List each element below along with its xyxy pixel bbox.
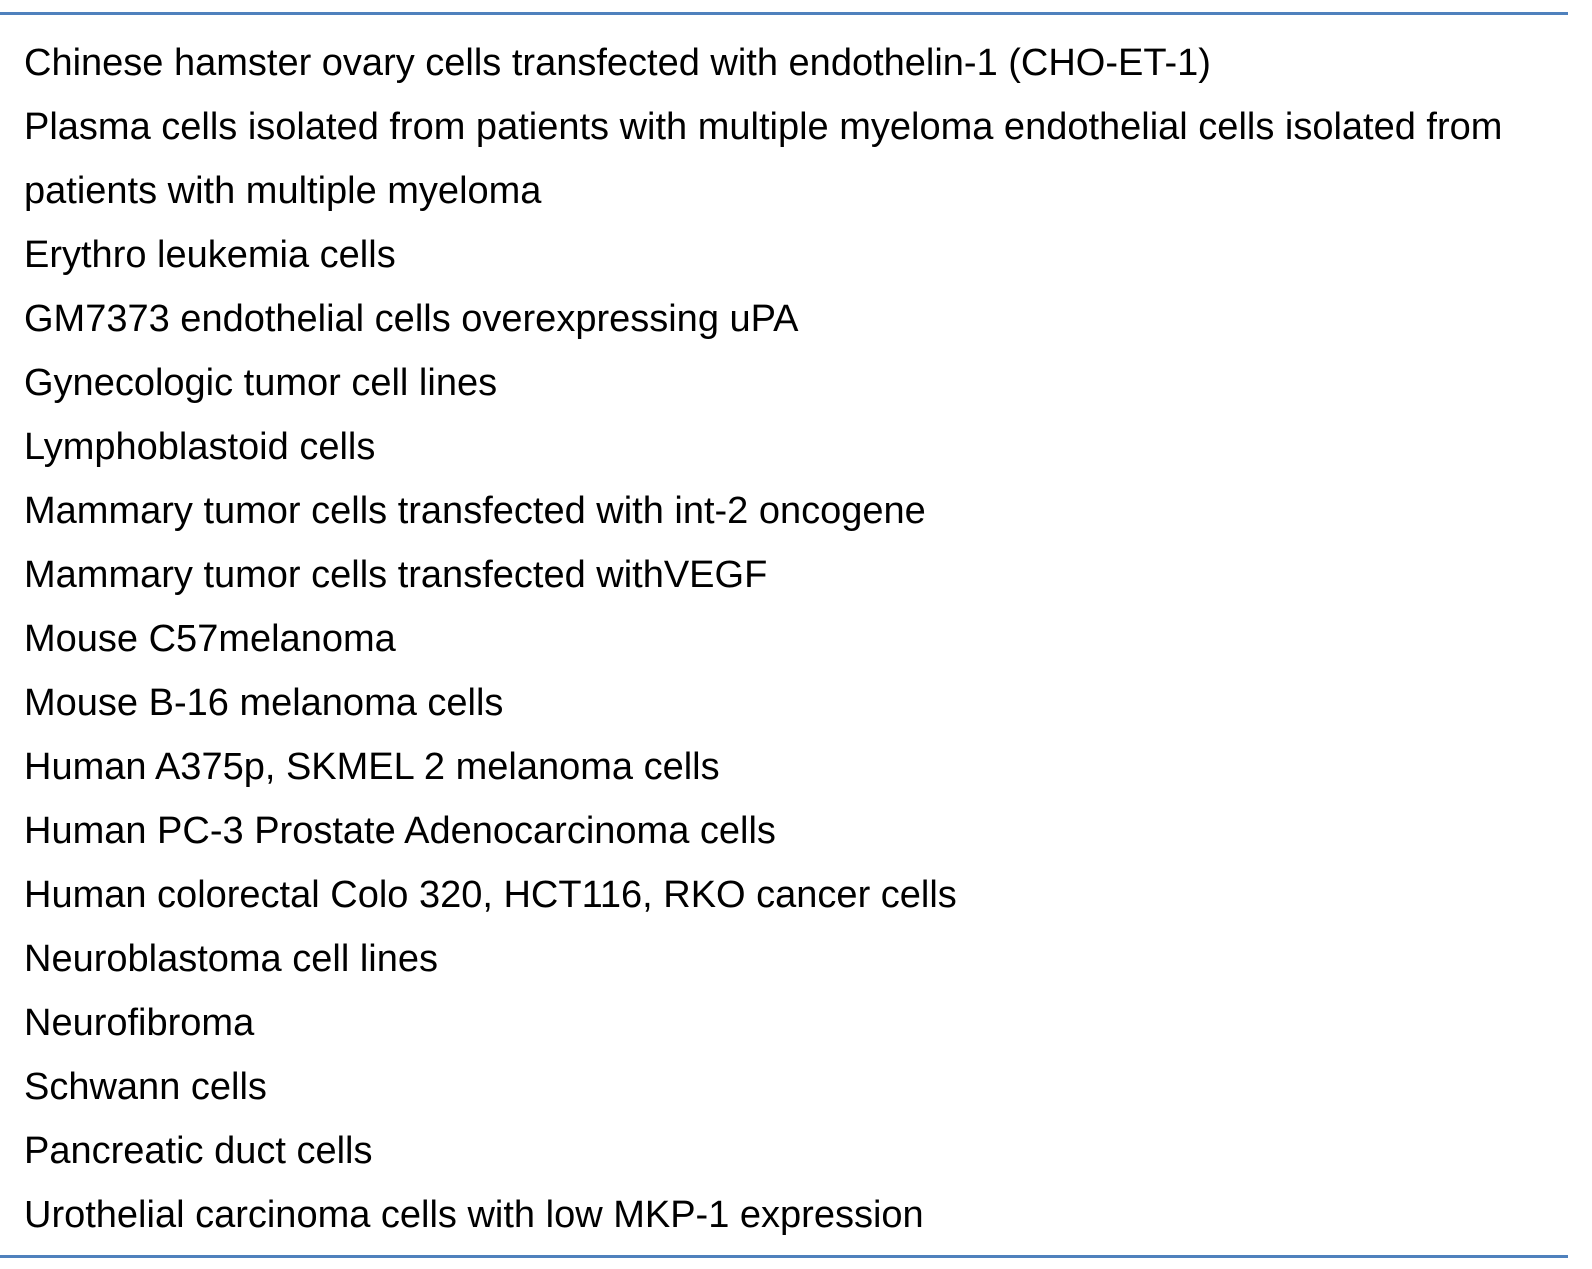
table-row: Urothelial carcinoma cells with low MKP-… bbox=[24, 1194, 924, 1236]
table-row: Plasma cells isolated from patients with… bbox=[24, 106, 1503, 212]
table-row: Human A375p, SKMEL 2 melanoma cells bbox=[24, 746, 720, 788]
table-row: Lymphoblastoid cells bbox=[24, 426, 376, 468]
table-row: GM7373 endothelial cells overexpressing … bbox=[24, 298, 799, 340]
table-row: Pancreatic duct cells bbox=[24, 1130, 373, 1172]
cell-line-table: Chinese hamster ovary cells transfected … bbox=[0, 12, 1568, 1258]
table-row: Mammary tumor cells transfected with int… bbox=[24, 490, 926, 532]
table-row: Human PC-3 Prostate Adenocarcinoma cells bbox=[24, 810, 776, 852]
table-row: Neurofibroma bbox=[24, 1002, 255, 1044]
cell-line-list: Chinese hamster ovary cells transfected … bbox=[0, 15, 1568, 1255]
table-row: Mouse B-16 melanoma cells bbox=[24, 682, 504, 724]
table-row: Schwann cells bbox=[24, 1066, 267, 1108]
table-row: Mammary tumor cells transfected withVEGF bbox=[24, 554, 768, 596]
table-row: Chinese hamster ovary cells transfected … bbox=[24, 42, 1211, 84]
table-row: Neuroblastoma cell lines bbox=[24, 938, 438, 980]
table-row: Mouse C57melanoma bbox=[24, 618, 396, 660]
table-row: Gynecologic tumor cell lines bbox=[24, 362, 498, 404]
table-row: Human colorectal Colo 320, HCT116, RKO c… bbox=[24, 874, 957, 916]
table-row: Erythro leukemia cells bbox=[24, 234, 396, 276]
